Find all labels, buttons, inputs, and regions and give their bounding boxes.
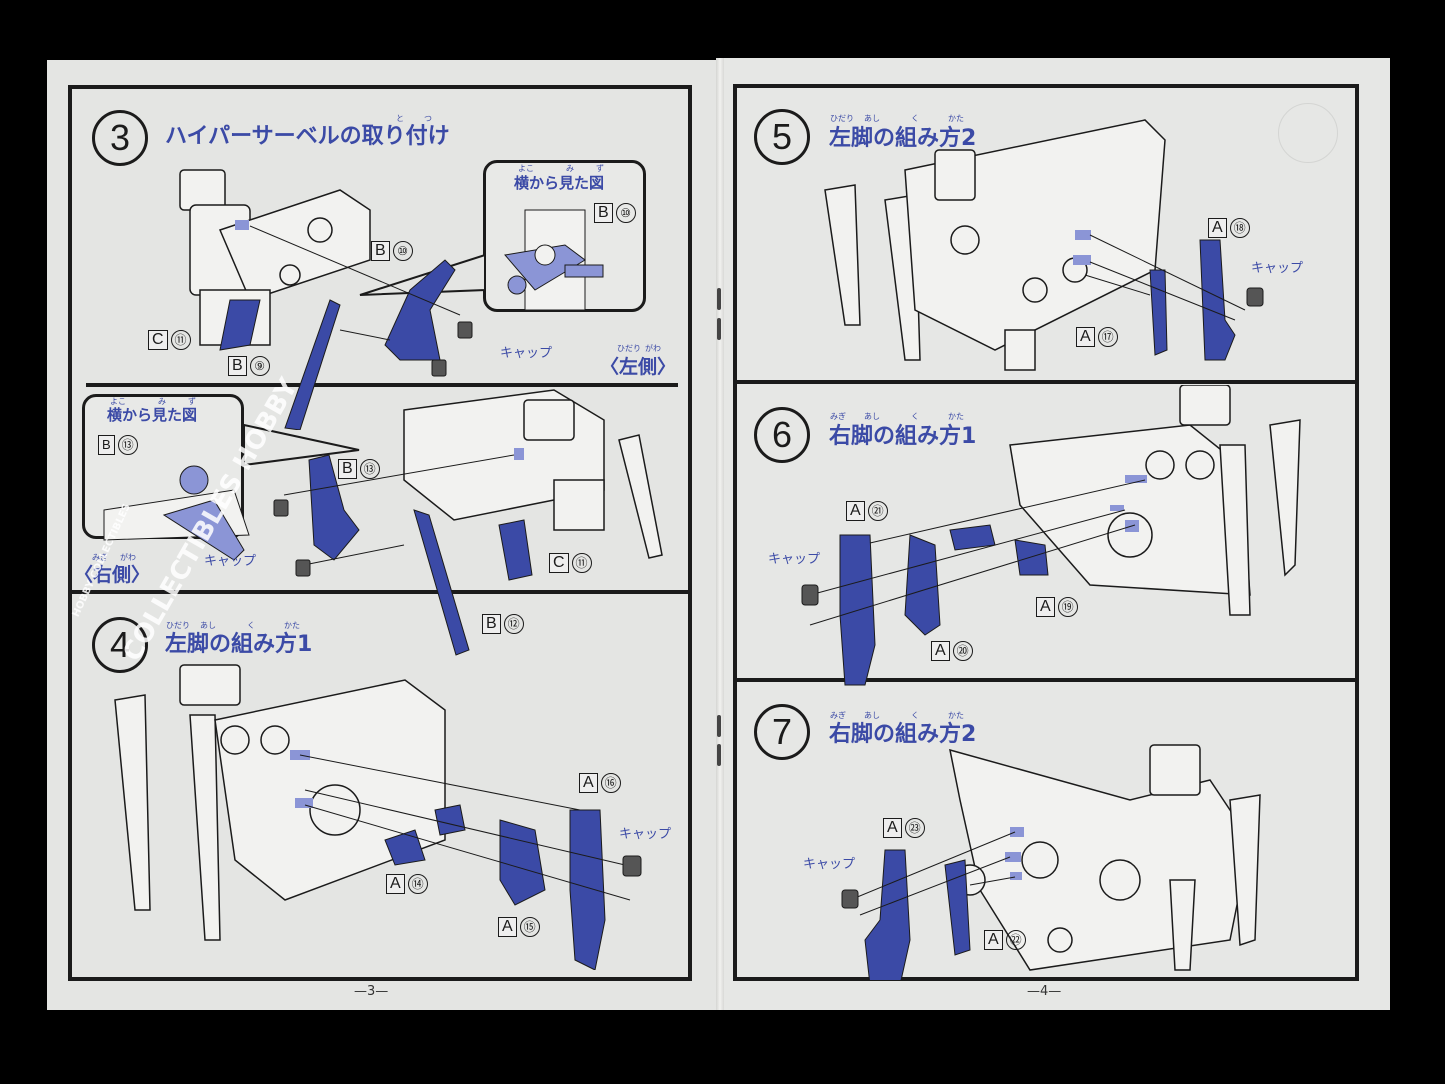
left-leg-assembly-diagram-2 [824, 119, 1264, 371]
cap-label: キャップ [1251, 261, 1304, 276]
booklet-spine [716, 58, 724, 1010]
right-page-frame [733, 84, 1359, 981]
bleed-through-mark [1278, 103, 1338, 163]
furigana: く [911, 114, 919, 123]
furigana: かた [948, 711, 964, 720]
step-number-5: 5 [754, 109, 810, 165]
furigana: かた [948, 114, 964, 123]
furigana: がわ [645, 344, 661, 353]
furigana: ず [596, 164, 604, 173]
staple-icon [717, 744, 721, 766]
furigana: ひだり [830, 114, 854, 123]
step-title-7: 右脚の組み方2 [829, 722, 977, 747]
step-title-4: 左脚の組み方1 [165, 632, 313, 657]
left-leg-assembly-diagram-1 [114, 664, 642, 970]
step-title-3: ハイパーサーベルの取り付け [165, 124, 450, 149]
right-leg-assembly-diagram-2 [841, 744, 1261, 980]
furigana: ひだり [617, 344, 641, 353]
furigana: み [158, 397, 166, 406]
staple-icon [717, 318, 721, 340]
staple-icon [717, 715, 721, 737]
cap-label: キャップ [619, 827, 672, 842]
right-leg-assembly-diagram-1 [801, 385, 1301, 686]
step-title-5: 左脚の組み方2 [829, 126, 977, 151]
step-number-3: 3 [92, 110, 148, 166]
cap-label: キャップ [803, 857, 856, 872]
furigana: く [911, 412, 919, 421]
side-label-right: 〈右側〉 [74, 564, 151, 586]
saber-assembly-diagram-right [103, 389, 663, 656]
furigana: よこ [110, 397, 126, 406]
furigana: ず [188, 397, 196, 406]
side-label-left: 〈左側〉 [600, 356, 677, 378]
left-page-frame [68, 85, 692, 981]
furigana: み [566, 164, 574, 173]
step-divider [735, 380, 1357, 384]
step-title-6: 右脚の組み方1 [829, 424, 977, 449]
step-number-7: 7 [754, 704, 810, 760]
step-divider [735, 678, 1357, 682]
cap-label: キャップ [500, 346, 553, 361]
furigana: みぎ [92, 553, 108, 562]
furigana: よこ [518, 164, 534, 173]
staple-icon [717, 288, 721, 310]
inset-title: 横から見た図 [514, 174, 605, 192]
page-number: —4— [1027, 984, 1062, 999]
inset-title: 横から見た図 [107, 406, 198, 424]
furigana: あし [200, 621, 216, 630]
step-divider [70, 590, 690, 594]
furigana: かた [284, 621, 300, 630]
step-divider [86, 383, 678, 387]
cap-label: キャップ [204, 554, 257, 569]
cap-label: キャップ [768, 552, 821, 567]
furigana: かた [948, 412, 964, 421]
step-number-4: 4 [92, 617, 148, 673]
saber-assembly-diagram-left [179, 169, 604, 430]
furigana: みぎ [830, 412, 846, 421]
furigana: あし [864, 114, 880, 123]
furigana: みぎ [830, 711, 846, 720]
furigana: ひだり [166, 621, 190, 630]
furigana: つ [424, 114, 432, 123]
furigana: あし [864, 412, 880, 421]
furigana: あし [864, 711, 880, 720]
furigana: く [247, 621, 255, 630]
furigana: がわ [120, 553, 136, 562]
furigana: と [396, 114, 404, 123]
step-number-6: 6 [754, 407, 810, 463]
furigana: く [911, 711, 919, 720]
page-number: —3— [354, 984, 389, 999]
